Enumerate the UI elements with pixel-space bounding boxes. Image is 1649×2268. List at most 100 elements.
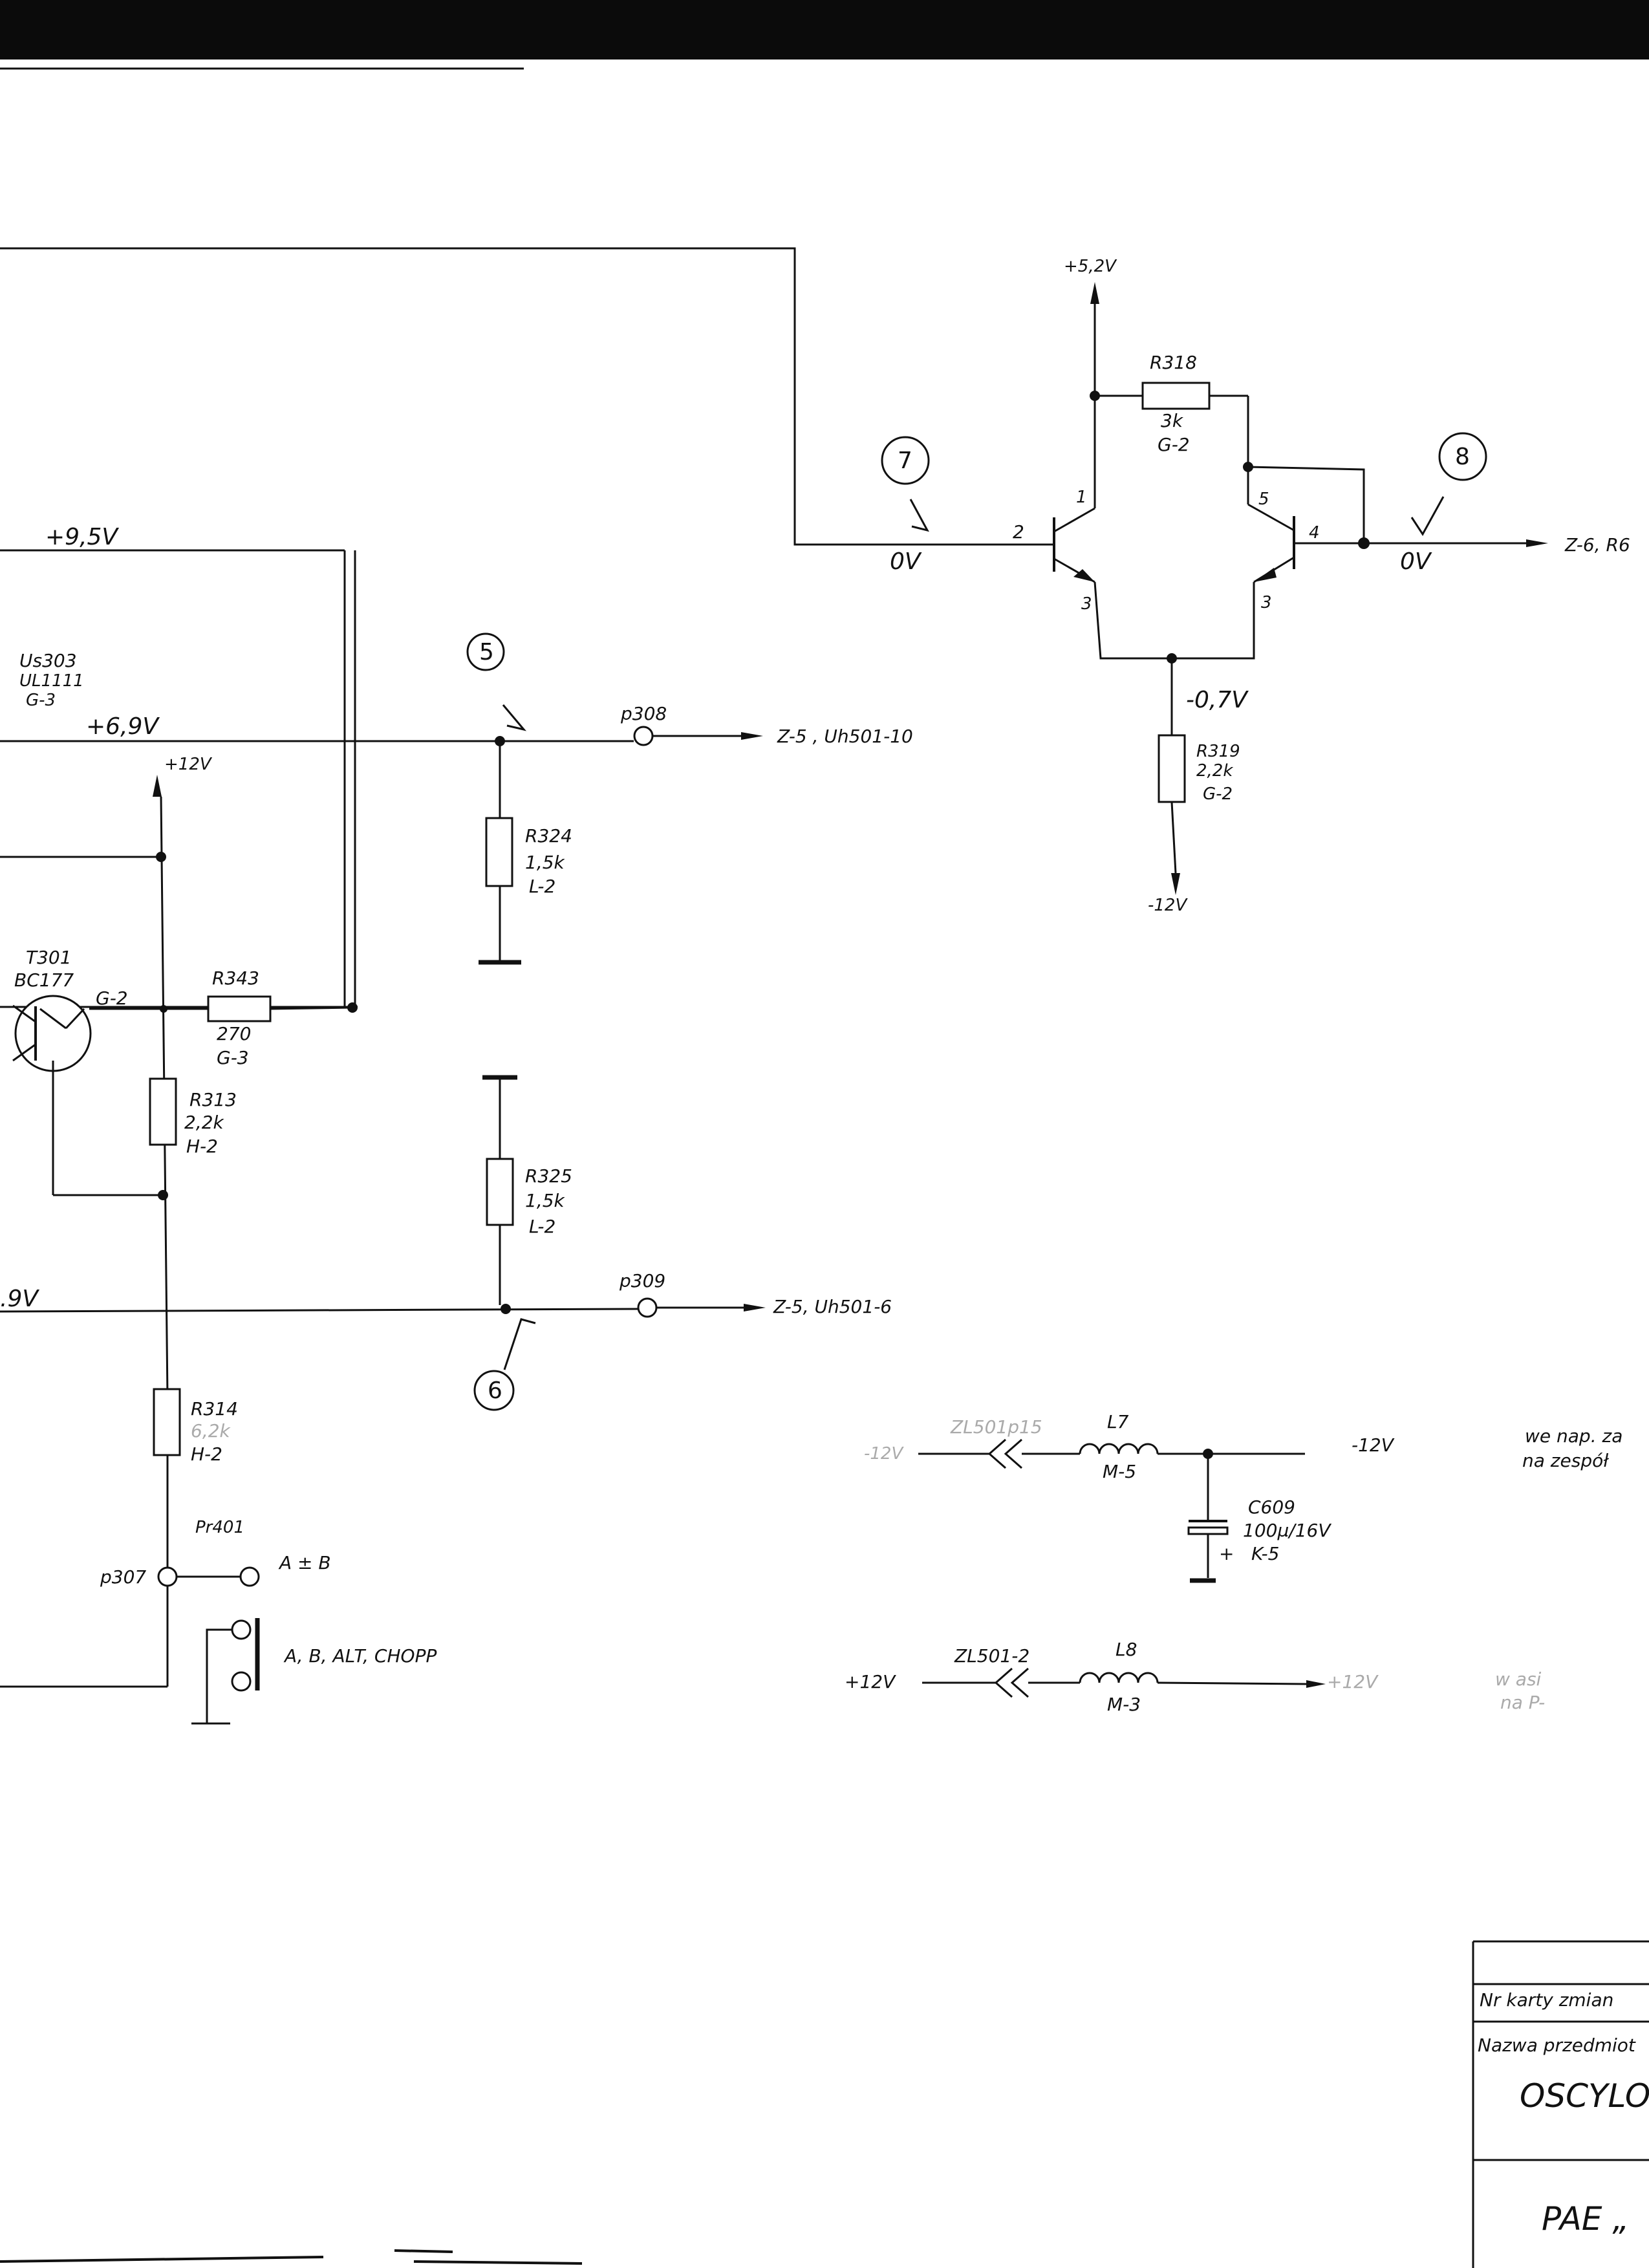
node-t301-collector <box>158 1190 168 1200</box>
r319-name: R319 <box>1196 742 1240 761</box>
r324-name: R324 <box>525 825 572 847</box>
us303-type: UL1111 <box>19 671 84 691</box>
r343-name: R343 <box>212 967 259 989</box>
r314-name: R314 <box>191 1398 238 1420</box>
net-0v-right: 0V <box>1400 548 1432 575</box>
net-12v-label: +12V <box>164 755 213 774</box>
r318-value: 3k <box>1161 410 1184 431</box>
net-minus12-label: -12V <box>1148 896 1188 915</box>
r343-value: 270 <box>217 1023 251 1044</box>
testpoint-7-label: 7 <box>898 448 912 474</box>
connector-p307-label: p307 <box>100 1566 146 1588</box>
rail-9v5 <box>0 549 358 1008</box>
c609-loc: K-5 <box>1251 1543 1279 1564</box>
l8-pos12-out: +12V <box>1327 1671 1379 1692</box>
inductor-l7 <box>1079 1443 1159 1454</box>
title-block <box>1472 1940 1649 2268</box>
resistor-r325 <box>486 1158 514 1226</box>
note2-line2: na P- <box>1500 1692 1545 1713</box>
r319-value: 2,2k <box>1196 761 1233 781</box>
connector-zl501-2-label: ZL501-2 <box>954 1645 1029 1667</box>
l7-neg12-out: -12V <box>1352 1434 1395 1456</box>
r324-value: 1,5k <box>525 852 566 873</box>
testpoint-8 <box>1438 432 1487 481</box>
r325-loc: L-2 <box>529 1216 555 1237</box>
q1-pin-b: 2 <box>1013 521 1024 543</box>
r319-loc: G-2 <box>1203 784 1233 804</box>
us303-loc: G-3 <box>26 691 56 710</box>
l7-loc: M-5 <box>1103 1461 1136 1482</box>
pr401-name: Pr401 <box>195 1518 244 1537</box>
testpoint-6 <box>473 1370 515 1411</box>
net-9v-neg-wire <box>0 1308 638 1313</box>
net-6v9-label: +6,9V <box>86 713 160 740</box>
connector-p309-label: p309 <box>619 1270 665 1291</box>
title-maker: PAE „ <box>1542 2200 1629 2238</box>
t301-name: T301 <box>26 947 72 968</box>
inductor-l8 <box>1079 1672 1159 1683</box>
switch-pos2: A, B, ALT, CHOPP <box>283 1645 436 1667</box>
resistor-r324 <box>485 817 513 887</box>
l7-name: L7 <box>1107 1411 1129 1432</box>
connector-z6-label: Z-6, R6 <box>1564 534 1630 556</box>
c609-name: C609 <box>1248 1496 1295 1518</box>
wire-top-to-point7 <box>0 247 1054 546</box>
note1-line1: we nap. za <box>1525 1425 1622 1447</box>
connector-zl501p15-label: ZL501p15 <box>950 1416 1042 1438</box>
switch-contact-2 <box>231 1619 252 1640</box>
connector-p307 <box>157 1566 178 1587</box>
switch-contact-3 <box>231 1671 252 1692</box>
us303-name: Us303 <box>19 650 77 671</box>
r325-name: R325 <box>525 1165 572 1187</box>
l7-neg12-in: -12V <box>864 1444 904 1463</box>
note2-line1: w asi <box>1495 1669 1542 1690</box>
resistor-r318 <box>1141 382 1211 410</box>
switch-contact-1 <box>239 1566 260 1587</box>
r343-loc: G-3 <box>217 1047 249 1068</box>
net-0v-left: 0V <box>890 548 922 575</box>
connector-z5-a-label: Z-5 , Uh501-10 <box>777 726 913 747</box>
resistor-r343 <box>207 995 272 1022</box>
testpoint-5-label: 5 <box>479 639 494 665</box>
resistor-r319 <box>1158 734 1186 803</box>
node-9v-neg <box>501 1304 511 1314</box>
net-9v5-label: +9,5V <box>45 524 119 550</box>
net-9v-neg-label: .9V <box>0 1286 39 1312</box>
net-0v7-label: -0,7V <box>1186 687 1249 713</box>
r313-name: R313 <box>189 1089 237 1110</box>
svg-text:+: + <box>1219 1543 1234 1564</box>
t301-type: BC177 <box>14 969 74 991</box>
l8-loc: M-3 <box>1107 1694 1141 1715</box>
testpoint-5 <box>466 632 505 671</box>
title-change-card: Nr karty zmian <box>1480 1989 1613 2011</box>
resistor-r313 <box>149 1077 177 1146</box>
q1-pin-c: 1 <box>1076 488 1087 507</box>
title-product: OSCYLO <box>1520 2077 1649 2115</box>
r325-value: 1,5k <box>525 1190 566 1211</box>
node-12v-top <box>156 852 166 862</box>
switch-pos1: A ± B <box>278 1552 331 1573</box>
connector-p308 <box>633 726 654 746</box>
t301-loc: G-2 <box>96 988 128 1009</box>
r314-value: 6,2k <box>191 1420 232 1442</box>
transistor-t301 <box>14 995 92 1072</box>
resistor-r314 <box>153 1388 181 1456</box>
connector-z5-b-label: Z-5, Uh501-6 <box>773 1296 892 1317</box>
connector-p308-label: p308 <box>620 703 667 724</box>
r324-loc: L-2 <box>529 876 555 897</box>
r318-loc: G-2 <box>1158 434 1190 455</box>
scan-border-top <box>0 0 1649 59</box>
r314-loc: H-2 <box>191 1443 222 1465</box>
net-5v2-label: +5,2V <box>1064 257 1117 276</box>
q2-pin-c: 5 <box>1258 490 1269 509</box>
q2-pin-b: 4 <box>1309 523 1320 543</box>
l8-pos12-in: +12V <box>845 1671 896 1692</box>
r313-loc: H-2 <box>186 1136 218 1157</box>
testpoint-8-label: 8 <box>1455 444 1470 470</box>
r313-value: 2,2k <box>184 1112 225 1133</box>
scan-border-bottom <box>0 2256 324 2263</box>
node-r343-right <box>347 1002 358 1013</box>
l8-name: L8 <box>1116 1639 1137 1660</box>
r318-name: R318 <box>1150 352 1197 373</box>
